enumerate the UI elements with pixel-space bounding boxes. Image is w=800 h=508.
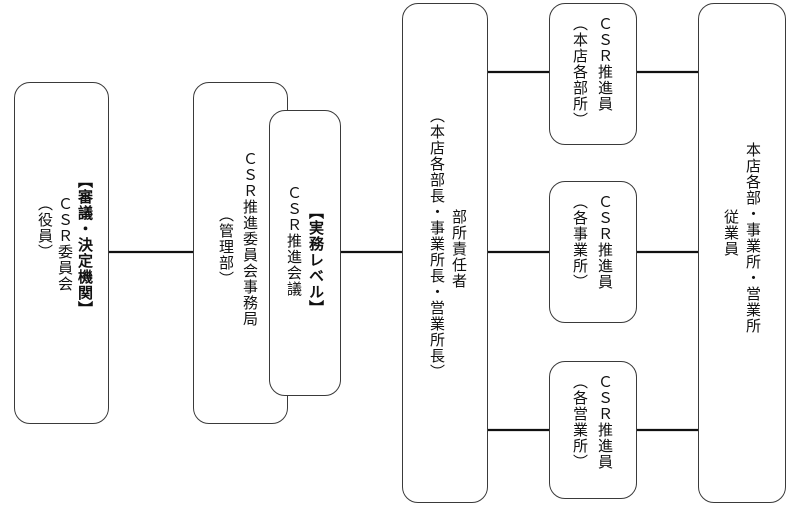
employees-line2: 従業員 [722,209,740,257]
practical-meeting-box: 【実務レベル】 ＣＳＲ推進会議 [269,110,341,396]
promoter-3-name: ＣＳＲ推進員 [596,374,614,470]
promoter-2-name: ＣＳＲ推進員 [596,194,614,290]
promoter-box-head-office: ＣＳＲ推進員 （本店各部所） [549,3,637,145]
promoter-3-note: （各営業所） [571,374,589,470]
promoter-1-note: （本店各部所） [571,16,589,128]
promoter-2-note: （各事業所） [571,194,589,290]
managers-box: （本店各部長・事業所長・営業所長） 部所責任者 [402,3,488,503]
meeting-name: ＣＳＲ推進会議 [285,185,303,297]
secretariat-note: （管理部） [217,207,235,287]
secretariat-name: ＣＳＲ推進委員会事務局 [241,151,259,327]
committee-name: ＣＳＲ委員会 [56,196,74,292]
csr-committee-box: 【審議・決定機関】 ＣＳＲ委員会 （役員） [14,82,109,424]
employees-box: 本店各部・事業所・営業所 従業員 [698,3,786,503]
promoter-1-name: ＣＳＲ推進員 [596,16,614,112]
employees-line1: 本店各部・事業所・営業所 [744,142,762,334]
promoter-box-offices: ＣＳＲ推進員 （各事業所） [549,181,637,323]
promoter-box-sales-offices: ＣＳＲ推進員 （各営業所） [549,361,637,499]
meeting-heading: 【実務レベル】 [307,204,325,316]
managers-note: （本店各部長・事業所長・営業所長） [428,108,446,380]
committee-heading: 【審議・決定機関】 [76,173,94,317]
managers-name: 部所責任者 [450,209,468,289]
committee-note: （役員） [36,196,54,260]
